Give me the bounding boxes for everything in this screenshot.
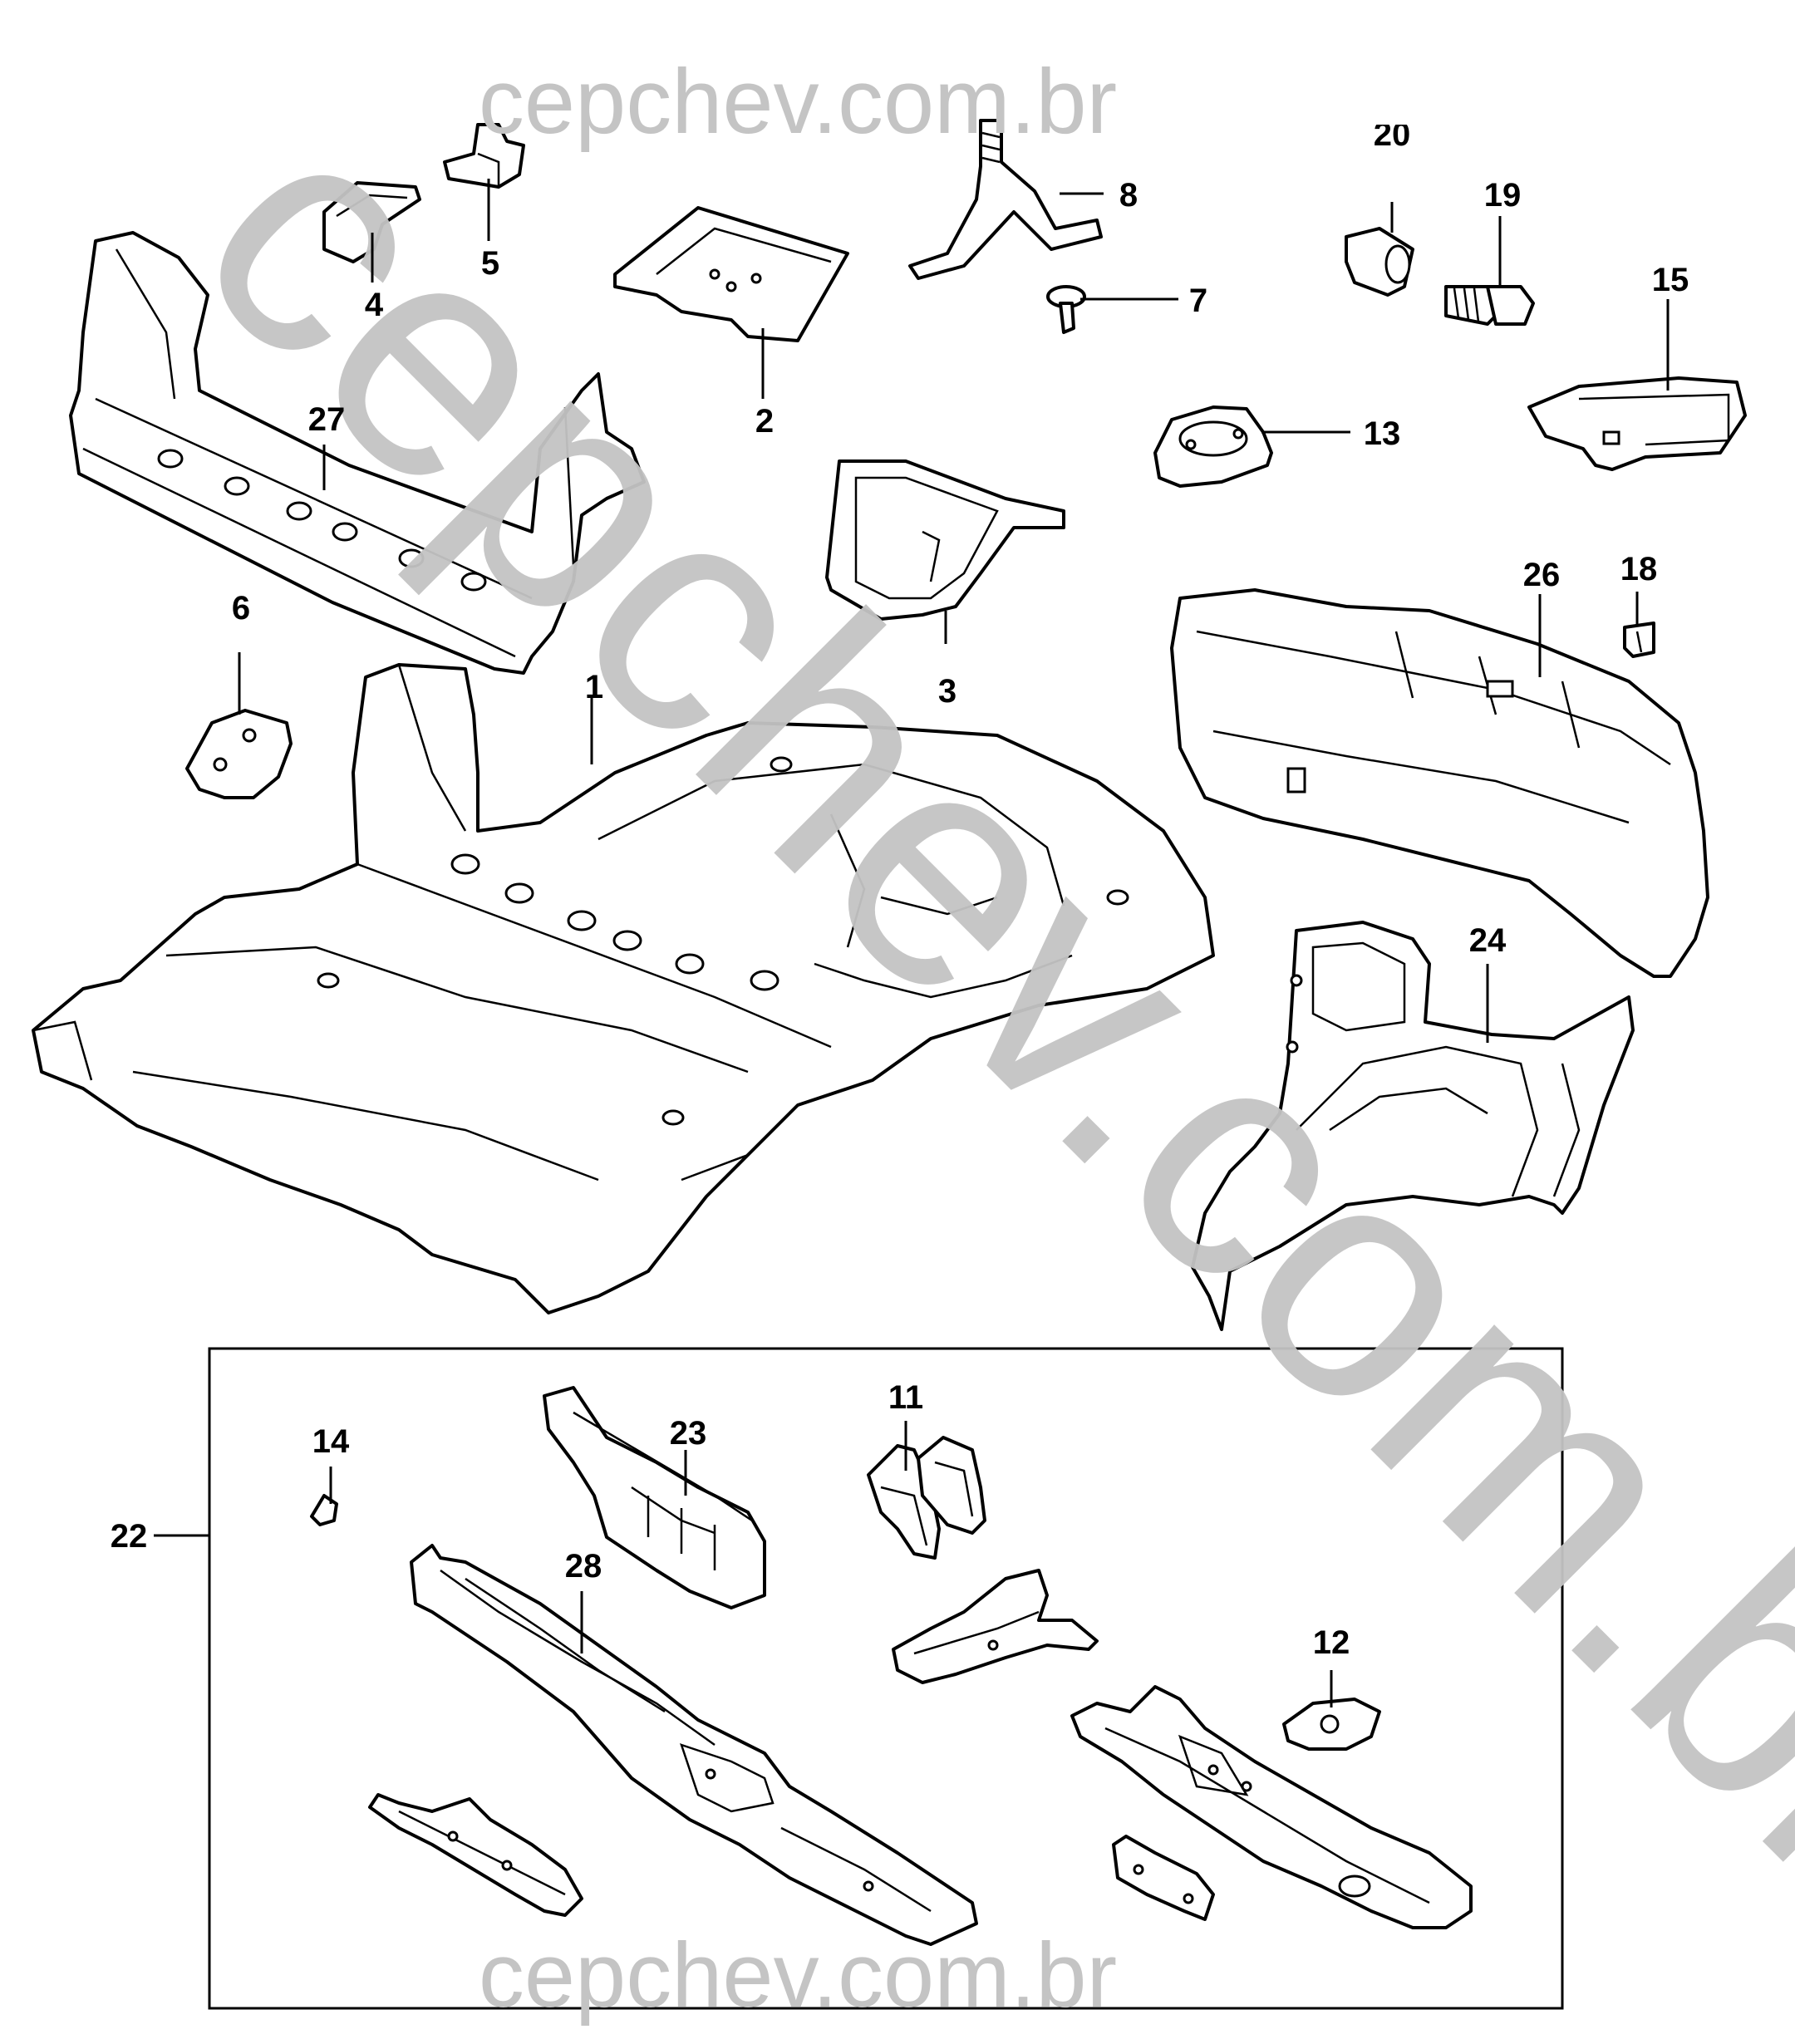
part-1-rear-floor-panel: [32, 663, 1215, 1314]
part-11-bracket-pair: [867, 1436, 986, 1560]
part-bracket-near-11: [892, 1569, 1099, 1684]
callout-14: 14: [312, 1423, 350, 1460]
part-15-wire-clip: [1527, 376, 1747, 471]
part-28-rear-rail: [410, 1544, 978, 1946]
callout-26: 26: [1523, 557, 1561, 593]
callout-2: 2: [755, 403, 774, 440]
part-26-rear-end-panel: [1170, 588, 1709, 978]
part-20-grommet: [1345, 227, 1414, 297]
part-3-bracket-frame: [825, 459, 1065, 621]
callout-12: 12: [1313, 1624, 1350, 1661]
part-13-plug: [1153, 405, 1273, 488]
leader-lines: [154, 179, 1670, 1707]
part-8-stud-bracket: [908, 119, 1103, 280]
callout-19: 19: [1484, 177, 1522, 214]
callout-24: 24: [1469, 922, 1507, 959]
callout-8: 8: [1119, 177, 1138, 214]
part-4-small-bracket: [322, 181, 421, 263]
callout-3: 3: [938, 673, 957, 710]
watermark-bottom: cepchev.com.br: [479, 1924, 1117, 2027]
watermark-top: cepchev.com.br: [479, 51, 1117, 153]
part-6-reinforcement-plate: [185, 709, 293, 799]
callout-28: 28: [565, 1548, 602, 1585]
callout-7: 7: [1189, 283, 1207, 319]
callout-6: 6: [232, 590, 250, 626]
group-22-box: [208, 1347, 1564, 2010]
part-18-clip: [1623, 622, 1655, 658]
part-7-screw: [1046, 285, 1086, 334]
part-rail-lower-right: [1070, 1685, 1473, 1929]
callout-20-mask: [1363, 83, 1429, 125]
callout-15: 15: [1652, 262, 1689, 298]
callout-1: 1: [585, 669, 603, 705]
part-19-bolt: [1444, 285, 1535, 326]
callout-18: 18: [1620, 551, 1658, 587]
part-plate-lower-right: [1112, 1835, 1215, 1921]
part-24-wheelhouse-panel: [1191, 921, 1635, 1331]
callout-27: 27: [308, 401, 346, 438]
part-rail-lower-left: [368, 1793, 583, 1917]
part-14-clip: [310, 1494, 338, 1526]
callout-13: 13: [1364, 415, 1401, 452]
callout-4: 4: [365, 287, 384, 323]
part-27-cross-member: [69, 231, 646, 675]
callout-11: 11: [888, 1379, 923, 1416]
callout-22: 22: [111, 1518, 148, 1555]
callout-5: 5: [481, 245, 499, 282]
part-5-small-bracket: [443, 123, 525, 189]
part-12-nut-plate: [1282, 1698, 1381, 1751]
part-23-rail-reinforcement: [543, 1386, 766, 1609]
callout-23: 23: [670, 1415, 707, 1452]
part-2-floor-plate: [613, 206, 849, 342]
